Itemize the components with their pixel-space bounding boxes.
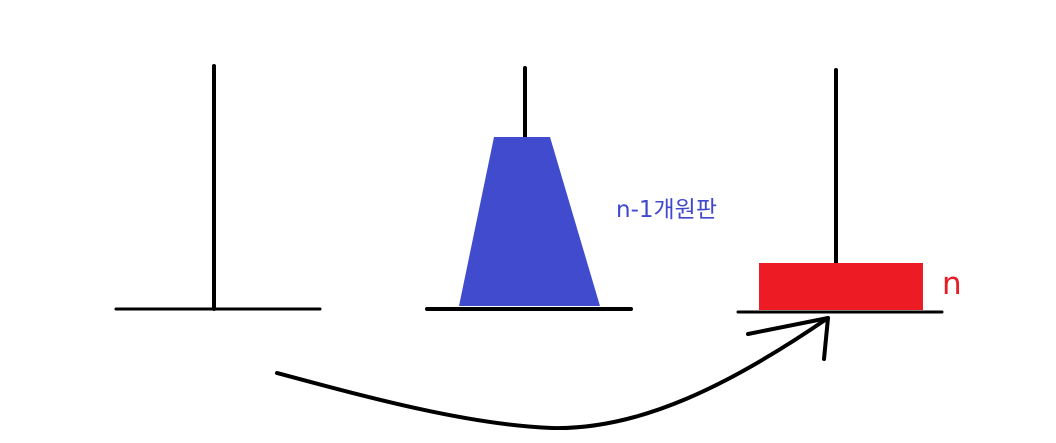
stack-caption: n-1개원판 — [616, 197, 717, 223]
peg-3 — [736, 68, 944, 314]
arrow-curve — [275, 316, 830, 431]
disk-stack-n-1 — [459, 137, 600, 306]
arrowhead — [746, 316, 830, 361]
peg-1 — [114, 64, 322, 311]
curved-arrow-icon — [275, 316, 830, 431]
peg-2 — [425, 66, 633, 311]
disk-n — [759, 263, 923, 310]
disk-caption: n — [942, 266, 962, 302]
